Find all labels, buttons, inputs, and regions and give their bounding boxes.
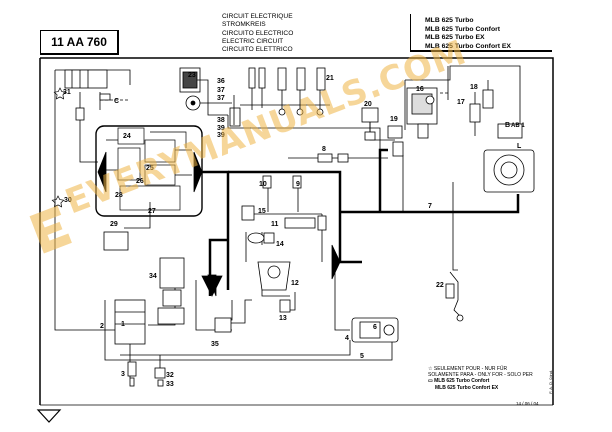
callout-15: 15: [258, 208, 266, 215]
model-2: MLB 625 Turbo Confort: [425, 25, 501, 33]
callout-c: C: [114, 98, 119, 105]
callout-18: 18: [470, 84, 478, 91]
callout-19: 19: [390, 116, 398, 123]
component-8: [317, 153, 349, 163]
main-harness: [202, 148, 520, 296]
title-fr: CIRCUIT ELECTRIQUE: [222, 13, 293, 20]
component-12: [257, 261, 291, 291]
component-20: [361, 107, 379, 141]
model-list: MLB 625 Turbo MLB 625 Turbo Confort MLB …: [410, 14, 552, 52]
callout-37a: 37: [217, 87, 225, 94]
component-22: [445, 271, 464, 322]
callout-25: 25: [146, 165, 154, 172]
component-13: [279, 299, 291, 313]
callout-32: 32: [166, 372, 174, 379]
callout-23: 23: [188, 72, 196, 79]
title-en: ELECTRIC CIRCUIT: [222, 37, 284, 45]
callout-7: 7: [428, 203, 432, 210]
callout-26: 26: [136, 178, 144, 185]
callout-10: 10: [259, 181, 267, 188]
side-reference: F. A. D. 0.ind.: [548, 370, 553, 394]
callout-ab: AB 1: [511, 123, 525, 129]
callout-28: 28: [115, 192, 123, 199]
callout-16: 16: [416, 86, 424, 93]
component-23: [179, 67, 241, 127]
control-box-internals: [106, 127, 192, 211]
legend-model-2: MLB 625 Turbo Confort EX: [435, 384, 499, 391]
component-11: [284, 215, 327, 231]
component-15: [241, 205, 255, 221]
harness-triangles: [97, 151, 341, 297]
component-6: [351, 317, 399, 343]
component-17-18: [469, 80, 494, 123]
component-3: [127, 361, 137, 387]
instrument-cluster: [483, 123, 535, 193]
callout-labels: 1 2 3 4 5 6 7 8 9 10 11 12 13 14 15 16 1…: [63, 72, 525, 388]
callout-3: 3: [121, 371, 125, 378]
callout-36: 36: [217, 78, 225, 85]
title-de: STROMKREIS: [222, 21, 266, 29]
component-29: [103, 231, 129, 251]
component-14: [247, 232, 275, 244]
page-arrow-icon: [36, 409, 62, 423]
callout-20: 20: [364, 101, 372, 108]
star-marks: [51, 87, 67, 208]
component-21-injectors: [248, 67, 326, 116]
callout-39a: 39: [217, 125, 225, 132]
callout-8: 8: [322, 146, 326, 153]
callout-l: L: [517, 143, 522, 150]
callout-13: 13: [279, 315, 287, 322]
component-31: [64, 69, 111, 121]
callout-34: 34: [149, 273, 157, 280]
circuit-titles: CIRCUIT ELECTRIQUE STROMKREIS CIRCUITO E…: [222, 13, 293, 54]
callout-27: 27: [148, 208, 156, 215]
model-1: MLB 625 Turbo: [425, 17, 474, 24]
component-19: [387, 125, 404, 157]
callout-21: 21: [326, 75, 334, 82]
component-9-10: [262, 175, 302, 189]
callout-24: 24: [123, 133, 131, 140]
component-34: [157, 257, 185, 325]
callout-22: 22: [436, 282, 444, 289]
diagram-code: 11 AA 760: [40, 30, 119, 55]
title-it: CIRCUITO ELETTRICO: [222, 46, 293, 54]
model-3: MLB 625 Turbo EX: [425, 34, 485, 42]
callout-17: 17: [457, 99, 465, 106]
callout-33: 33: [166, 381, 174, 388]
callout-11: 11: [271, 221, 279, 228]
page-reference: 14 / 06 / 04: [516, 401, 539, 406]
legend-note-2: SOLAMENTE PARA - ONLY FOR - SOLO PER: [428, 372, 533, 379]
callout-9: 9: [296, 181, 300, 188]
callout-37b: 37: [217, 95, 225, 102]
component-16: [406, 87, 438, 139]
callout-1: 1: [121, 321, 125, 328]
legend: ☆ SEULEMENT POUR - NUR FÜR SOLAMENTE PAR…: [428, 366, 552, 396]
watermark-logo-icon: [29, 205, 72, 254]
legend-model-1: ▭ MLB 625 Turbo Confort: [428, 378, 490, 385]
callout-30: 30: [64, 197, 72, 204]
callout-2: 2: [100, 323, 104, 330]
component-1: [114, 299, 146, 345]
callout-12: 12: [291, 280, 299, 287]
callout-39b: 39: [217, 132, 225, 139]
callout-6: 6: [373, 324, 377, 331]
callout-b: B: [505, 122, 510, 129]
legend-note-1: ☆ SEULEMENT POUR - NUR FÜR: [428, 366, 508, 372]
callout-38: 38: [217, 117, 225, 124]
callout-31: 31: [63, 89, 71, 96]
legend-model-text-1: MLB 625 Turbo Confort: [434, 378, 490, 385]
callout-14: 14: [276, 241, 284, 248]
component-32-33: [154, 367, 166, 387]
model-4: MLB 625 Turbo Confort EX: [425, 42, 511, 50]
legend-note-text-1: SEULEMENT POUR - NUR FÜR: [433, 366, 508, 372]
title-es: CIRCUITO ELECTRICO: [222, 29, 294, 37]
callout-5: 5: [360, 353, 364, 360]
component-35: [214, 317, 232, 333]
callout-4: 4: [345, 335, 349, 342]
callout-29: 29: [110, 221, 118, 228]
callout-35: 35: [211, 341, 219, 348]
